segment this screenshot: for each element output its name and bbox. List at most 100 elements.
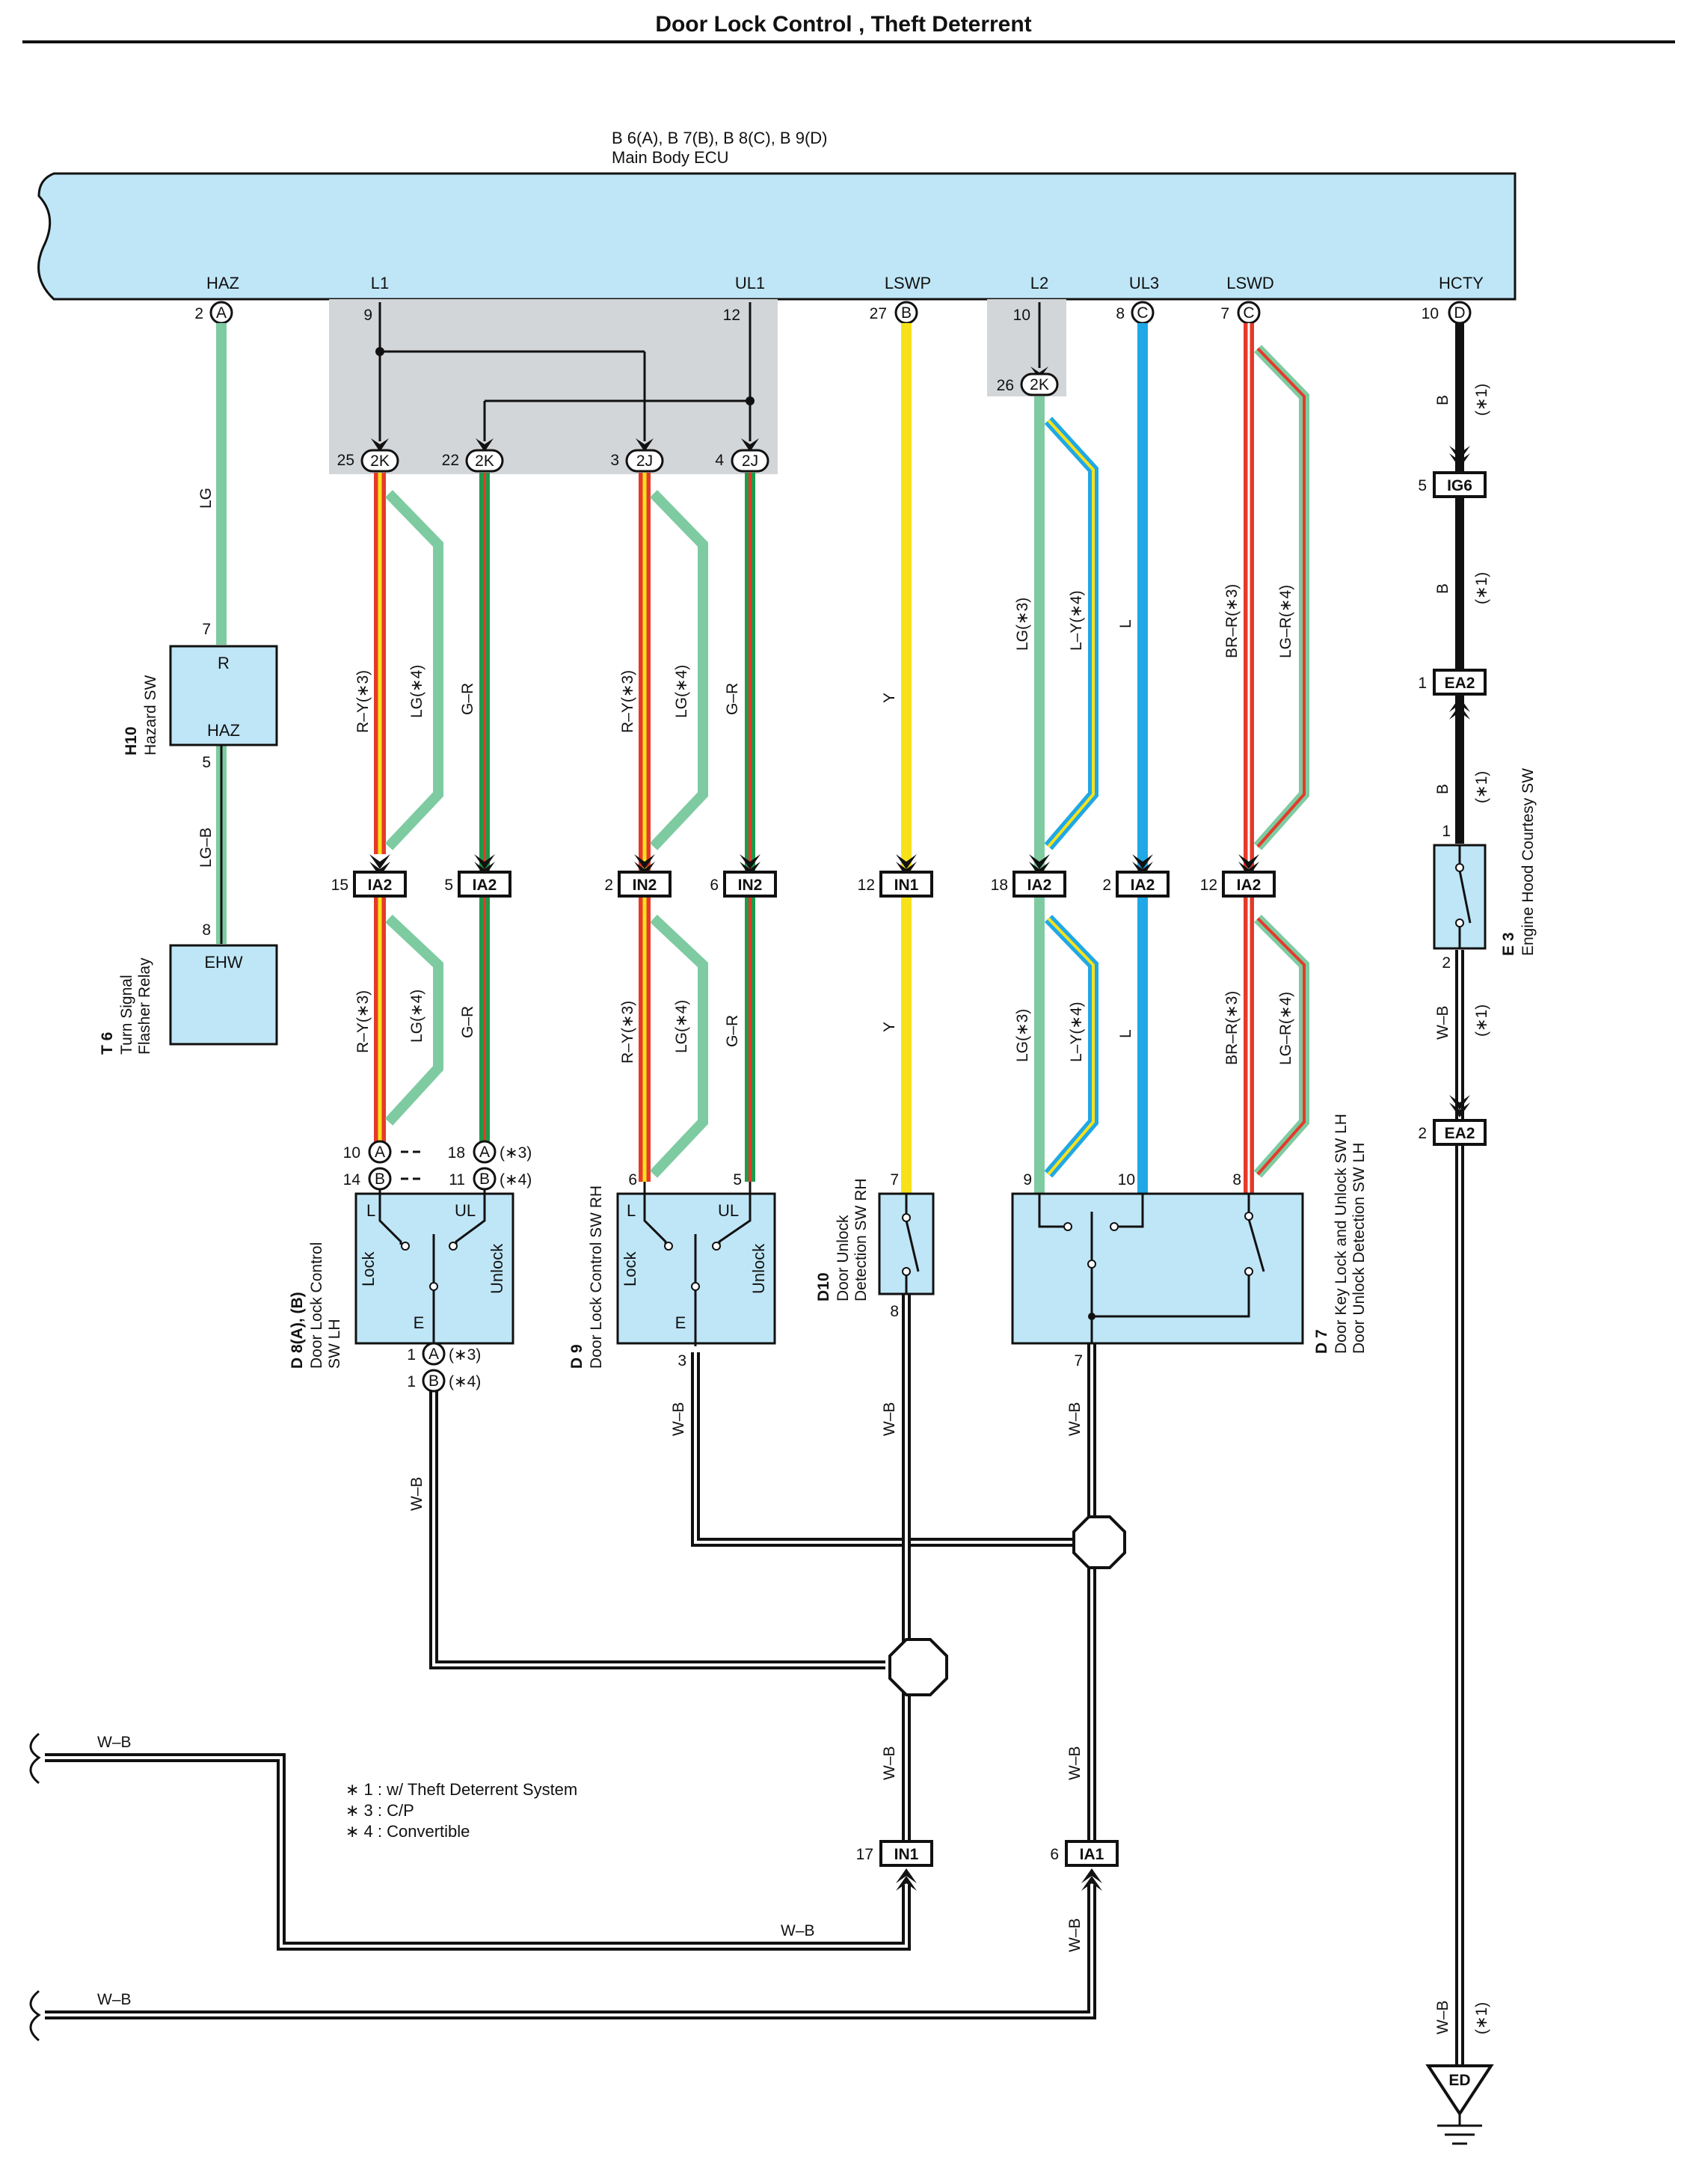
door-lock-sw-rh-d9: L UL E Lock Unlock 6 5 3 D 9 Door Lock C… [568, 1171, 776, 1369]
svg-text:A: A [216, 304, 227, 322]
connector-ea2-bottom: 2 EA2 [1418, 1119, 1487, 1146]
connector-ia2-2: 2 IA2 [1102, 871, 1170, 898]
svg-text:3: 3 [677, 1352, 686, 1369]
svg-text:LG(∗4): LG(∗4) [673, 665, 690, 718]
svg-text:UL: UL [718, 1201, 739, 1220]
svg-text:Door Key Lock and Unlock SW LH: Door Key Lock and Unlock SW LH [1333, 1114, 1350, 1354]
svg-text:∗ 1 : w/ Theft Deterrent Syste: ∗ 1 : w/ Theft Deterrent System [345, 1780, 577, 1799]
svg-text:1: 1 [1418, 675, 1427, 692]
svg-text:7: 7 [890, 1171, 899, 1188]
svg-text:Door Unlock Detection SW LH: Door Unlock Detection SW LH [1350, 1143, 1368, 1354]
ecu-pins: 2 A 9 12 27 B 10 8 C 7 C 10 D [194, 301, 1472, 325]
svg-text:12: 12 [1200, 877, 1217, 894]
junction-2k-25: 25 2K [337, 449, 399, 473]
svg-text:10: 10 [1118, 1171, 1135, 1188]
svg-text:17: 17 [856, 1846, 873, 1863]
svg-text:LG(∗4): LG(∗4) [673, 1000, 690, 1053]
wire-break-upper [29, 1732, 41, 1785]
connector-ia2-15: 15 IA2 [331, 871, 407, 898]
connector-in1-17: 17 IN1 [856, 1840, 933, 1867]
svg-text:(∗3): (∗3) [500, 1144, 532, 1162]
svg-text:4: 4 [715, 452, 724, 469]
door-key-lock-sw-lh-d7: 9 10 8 7 D 7 Door Key Lock and Unlock SW… [1011, 1114, 1368, 1369]
svg-text:8: 8 [890, 1303, 899, 1320]
svg-text:LG(∗3): LG(∗3) [1014, 598, 1031, 651]
svg-text:D 7: D 7 [1313, 1329, 1330, 1354]
svg-text:10: 10 [1422, 305, 1439, 322]
terminal-lswd: LSWD [1226, 274, 1274, 292]
svg-text:W–B: W–B [881, 1402, 898, 1436]
svg-text:2: 2 [1442, 954, 1451, 972]
svg-text:G–R: G–R [724, 683, 741, 715]
svg-text:W–B: W–B [1434, 1005, 1451, 1040]
svg-text:LG–B: LG–B [197, 827, 215, 868]
svg-text:LG: LG [197, 488, 215, 509]
svg-text:EA2: EA2 [1445, 1125, 1475, 1142]
ground-ed: ED [1425, 2064, 1494, 2145]
svg-text:8: 8 [1232, 1171, 1241, 1188]
svg-text:2K: 2K [475, 453, 494, 470]
notes: ∗ 1 : w/ Theft Deterrent System ∗ 3 : C/… [345, 1780, 577, 1841]
wire-l-y-4-lower [1044, 915, 1098, 1178]
svg-text:7: 7 [202, 621, 211, 638]
svg-text:W–B: W–B [1066, 1402, 1084, 1436]
svg-text:W–B: W–B [97, 1991, 132, 2008]
svg-text:R–Y(∗3): R–Y(∗3) [354, 670, 372, 733]
terminal-hcty: HCTY [1439, 274, 1484, 292]
svg-text:W–B: W–B [97, 1734, 132, 1751]
svg-text:D 9: D 9 [568, 1344, 586, 1369]
hazard-sw-h10: 7 5 R HAZ H10 Hazard SW [123, 621, 278, 771]
svg-text:LG–R(∗4): LG–R(∗4) [1277, 992, 1294, 1065]
ground-splice-upper [1072, 1515, 1126, 1569]
svg-text:LG(∗3): LG(∗3) [1014, 1009, 1031, 1062]
wire-break-lower [29, 1990, 41, 2042]
svg-text:IN2: IN2 [738, 877, 763, 894]
main-body-ecu [37, 172, 1517, 301]
svg-text:ED: ED [1448, 2072, 1470, 2089]
svg-text:IA2: IA2 [368, 877, 393, 894]
ecu-codes: B 6(A), B 7(B), B 8(C), B 9(D) [612, 129, 828, 147]
svg-text:6: 6 [710, 877, 719, 894]
svg-text:5: 5 [1418, 477, 1427, 494]
svg-text:EHW: EHW [204, 953, 243, 972]
svg-text:R–Y(∗3): R–Y(∗3) [619, 670, 636, 733]
svg-text:L: L [1117, 1029, 1134, 1038]
svg-text:Engine Hood Courtesy SW: Engine Hood Courtesy SW [1519, 768, 1537, 956]
terminal-l1: L1 [371, 274, 389, 292]
svg-text:R: R [218, 654, 230, 672]
svg-text:Y: Y [881, 693, 898, 703]
svg-text:SW LH: SW LH [326, 1319, 343, 1369]
svg-text:22: 22 [442, 452, 459, 469]
svg-text:1: 1 [1442, 823, 1451, 840]
junction-2k-26: 26 2K [997, 372, 1059, 396]
terminal-ul1: UL1 [735, 274, 765, 292]
svg-text:L–Y(∗4): L–Y(∗4) [1068, 1001, 1085, 1062]
svg-text:G–R: G–R [724, 1015, 741, 1047]
svg-text:IA2: IA2 [473, 877, 497, 894]
connector-ea2-top: 1 EA2 [1418, 669, 1487, 696]
svg-text:B: B [479, 1171, 490, 1188]
junction-2k-22: 22 2K [442, 449, 504, 473]
svg-text:Door Unlock: Door Unlock [835, 1215, 852, 1301]
svg-text:∗ 4 : Convertible: ∗ 4 : Convertible [345, 1822, 470, 1841]
wire-lg-r-4-upper [1253, 345, 1309, 850]
svg-text:Lock: Lock [621, 1251, 639, 1286]
connector-ig6: 5 IG6 [1418, 471, 1487, 498]
door-lock-sw-lh-d8: L UL E Lock Unlock 10 A 14 B 18 A (∗3) 1… [289, 1140, 532, 1393]
svg-text:3: 3 [610, 452, 619, 469]
svg-text:14: 14 [343, 1171, 361, 1188]
svg-text:L: L [1117, 619, 1134, 628]
wire-lg-4-lower [384, 914, 443, 1126]
connector-in2-6: 6 IN2 [710, 871, 777, 898]
svg-text:D: D [1454, 304, 1465, 322]
ground-splice-lower [888, 1638, 948, 1696]
svg-text:L: L [366, 1201, 375, 1220]
svg-text:5: 5 [444, 877, 453, 894]
svg-text:(∗1): (∗1) [1473, 1004, 1490, 1037]
svg-text:B: B [901, 304, 912, 322]
svg-text:Unlock: Unlock [749, 1243, 768, 1294]
svg-text:IA2: IA2 [1027, 877, 1052, 894]
connector-ia2-5: 5 IA2 [444, 871, 511, 898]
svg-text:W–B: W–B [1066, 1746, 1084, 1780]
